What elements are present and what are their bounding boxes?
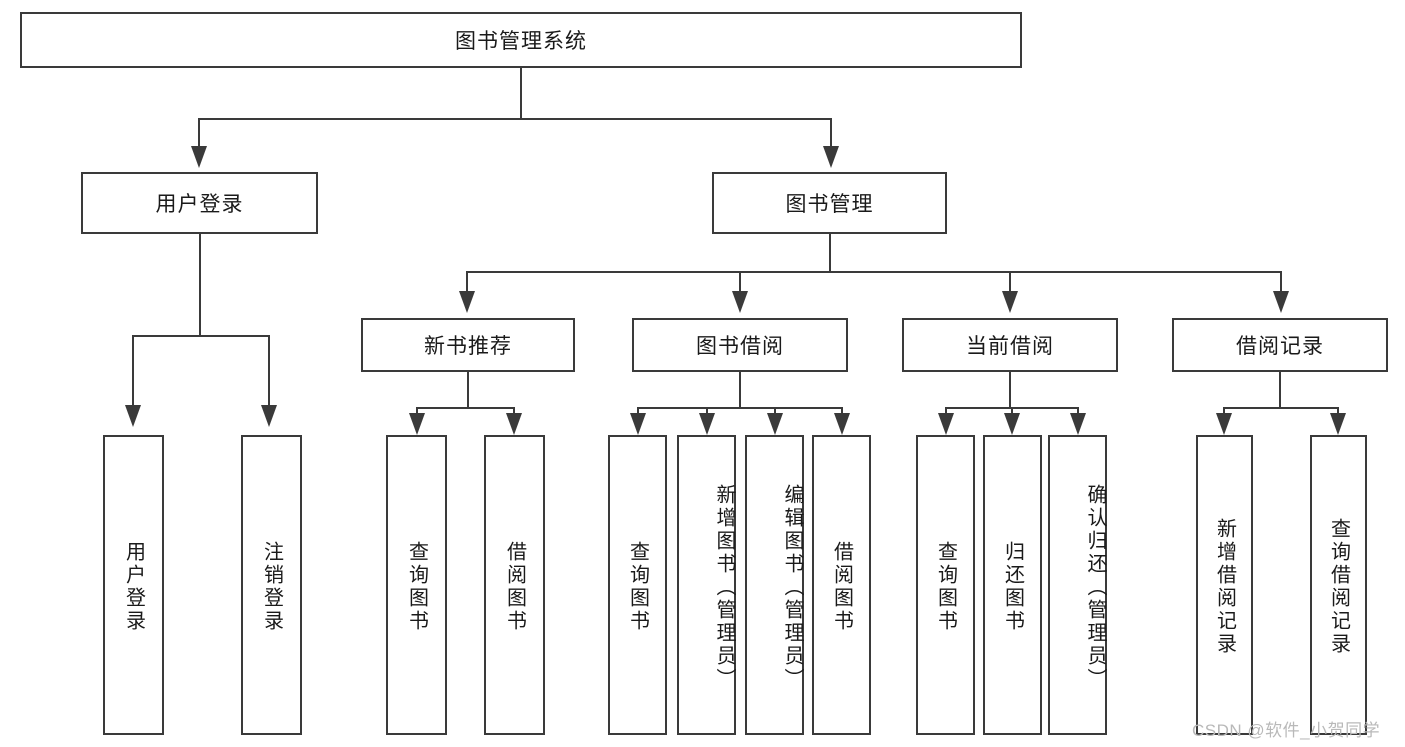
node-user-login[interactable]: 用户登录 bbox=[81, 172, 318, 234]
edge-user-login-stem bbox=[199, 234, 201, 335]
edge-borrow-record-drop-2 bbox=[1337, 407, 1339, 415]
arrow-current-borrow-leaf-2 bbox=[1004, 413, 1020, 435]
leaf-query-borrow-record[interactable]: 查询借阅记录 bbox=[1310, 435, 1367, 735]
node-label: 图书管理系统 bbox=[455, 30, 587, 53]
edge-level2-drop-2 bbox=[739, 271, 741, 293]
node-root-system[interactable]: 图书管理系统 bbox=[20, 12, 1022, 68]
edge-level2-bus bbox=[466, 271, 1281, 273]
node-label: 图书借阅 bbox=[696, 335, 784, 358]
edge-level2-drop-4 bbox=[1280, 271, 1282, 293]
node-label: 借阅图书 bbox=[830, 541, 853, 633]
edge-book-borrow-drop-2 bbox=[706, 407, 708, 415]
edge-book-borrow-drop-3 bbox=[774, 407, 776, 415]
arrow-book-borrow-leaf-3 bbox=[767, 413, 783, 435]
edge-book-borrow-bus bbox=[637, 407, 842, 409]
arrow-to-leaf-user-login bbox=[125, 405, 141, 427]
arrow-to-book-borrow bbox=[732, 291, 748, 313]
leaf-borrow-book-recommend[interactable]: 借阅图书 bbox=[484, 435, 545, 735]
node-label: 查询图书 bbox=[405, 541, 428, 633]
leaf-query-book-borrow[interactable]: 查询图书 bbox=[608, 435, 667, 735]
edge-user-login-drop-1 bbox=[132, 335, 134, 407]
arrow-to-leaf-logout bbox=[261, 405, 277, 427]
edge-root-stem bbox=[520, 68, 522, 118]
leaf-borrow-book[interactable]: 借阅图书 bbox=[812, 435, 871, 735]
edge-current-borrow-stem bbox=[1009, 372, 1011, 407]
watermark: CSDN @软件_小贺同学 bbox=[1192, 721, 1381, 740]
node-label: 当前借阅 bbox=[966, 335, 1054, 358]
arrow-book-borrow-leaf-2 bbox=[699, 413, 715, 435]
node-book-manage[interactable]: 图书管理 bbox=[712, 172, 947, 234]
node-label: 注销登录 bbox=[260, 541, 283, 633]
edge-book-borrow-drop-1 bbox=[637, 407, 639, 415]
edge-book-borrow-drop-4 bbox=[841, 407, 843, 415]
node-new-book-recommend[interactable]: 新书推荐 bbox=[361, 318, 575, 372]
arrow-current-borrow-leaf-3 bbox=[1070, 413, 1086, 435]
edge-level2-drop-1 bbox=[466, 271, 468, 293]
arrow-to-new-book-recommend bbox=[459, 291, 475, 313]
arrow-to-borrow-record bbox=[1273, 291, 1289, 313]
arrow-to-current-borrow bbox=[1002, 291, 1018, 313]
leaf-confirm-return-admin[interactable]: 确认归还（管理员） bbox=[1048, 435, 1107, 735]
arrow-new-book-leaf-2 bbox=[506, 413, 522, 435]
leaf-logout[interactable]: 注销登录 bbox=[241, 435, 302, 735]
edge-new-book-drop-1 bbox=[416, 407, 418, 415]
edge-borrow-record-stem bbox=[1279, 372, 1281, 407]
arrow-book-borrow-leaf-1 bbox=[630, 413, 646, 435]
arrow-current-borrow-leaf-1 bbox=[938, 413, 954, 435]
edge-book-borrow-stem bbox=[739, 372, 741, 407]
node-label: 查询图书 bbox=[934, 541, 957, 633]
node-label: 新增图书（管理员） bbox=[713, 483, 735, 691]
leaf-query-book-recommend[interactable]: 查询图书 bbox=[386, 435, 447, 735]
node-label: 用户登录 bbox=[155, 193, 244, 216]
node-label: 归还图书 bbox=[1001, 541, 1024, 633]
edge-user-login-drop-2 bbox=[268, 335, 270, 407]
edge-user-login-bus bbox=[132, 335, 268, 337]
node-book-borrow[interactable]: 图书借阅 bbox=[632, 318, 848, 372]
arrow-root-to-book-manage bbox=[823, 146, 839, 168]
arrow-new-book-leaf-1 bbox=[409, 413, 425, 435]
edge-borrow-record-drop-1 bbox=[1223, 407, 1225, 415]
edge-root-bus bbox=[198, 118, 832, 120]
node-label: 确认归还（管理员） bbox=[1084, 483, 1106, 691]
edge-current-borrow-drop-1 bbox=[945, 407, 947, 415]
leaf-edit-book-admin[interactable]: 编辑图书（管理员） bbox=[745, 435, 804, 735]
edge-new-book-bus bbox=[416, 407, 515, 409]
edge-borrow-record-bus bbox=[1223, 407, 1339, 409]
leaf-add-book-admin[interactable]: 新增图书（管理员） bbox=[677, 435, 736, 735]
edge-book-manage-stem bbox=[829, 234, 831, 271]
edge-root-drop-right bbox=[830, 118, 832, 148]
leaf-return-book[interactable]: 归还图书 bbox=[983, 435, 1042, 735]
edge-root-drop-left bbox=[198, 118, 200, 148]
node-label: 用户登录 bbox=[122, 541, 145, 633]
leaf-query-book-current[interactable]: 查询图书 bbox=[916, 435, 975, 735]
node-label: 编辑图书（管理员） bbox=[781, 483, 803, 691]
node-borrow-record[interactable]: 借阅记录 bbox=[1172, 318, 1388, 372]
arrow-book-borrow-leaf-4 bbox=[834, 413, 850, 435]
leaf-user-login[interactable]: 用户登录 bbox=[103, 435, 164, 735]
node-label: 新书推荐 bbox=[424, 335, 512, 358]
leaf-add-borrow-record[interactable]: 新增借阅记录 bbox=[1196, 435, 1253, 735]
arrow-root-to-user-login bbox=[191, 146, 207, 168]
node-label: 查询借阅记录 bbox=[1327, 518, 1350, 656]
node-label: 查询图书 bbox=[626, 541, 649, 633]
arrow-borrow-record-leaf-2 bbox=[1330, 413, 1346, 435]
edge-level2-drop-3 bbox=[1009, 271, 1011, 293]
node-label: 借阅图书 bbox=[503, 541, 526, 633]
edge-current-borrow-drop-2 bbox=[1011, 407, 1013, 415]
edge-current-borrow-drop-3 bbox=[1077, 407, 1079, 415]
node-label: 图书管理 bbox=[785, 193, 874, 216]
edge-new-book-stem bbox=[467, 372, 469, 407]
node-current-borrow[interactable]: 当前借阅 bbox=[902, 318, 1118, 372]
arrow-borrow-record-leaf-1 bbox=[1216, 413, 1232, 435]
node-label: 借阅记录 bbox=[1236, 335, 1324, 358]
node-label: 新增借阅记录 bbox=[1213, 518, 1236, 656]
edge-new-book-drop-2 bbox=[513, 407, 515, 415]
